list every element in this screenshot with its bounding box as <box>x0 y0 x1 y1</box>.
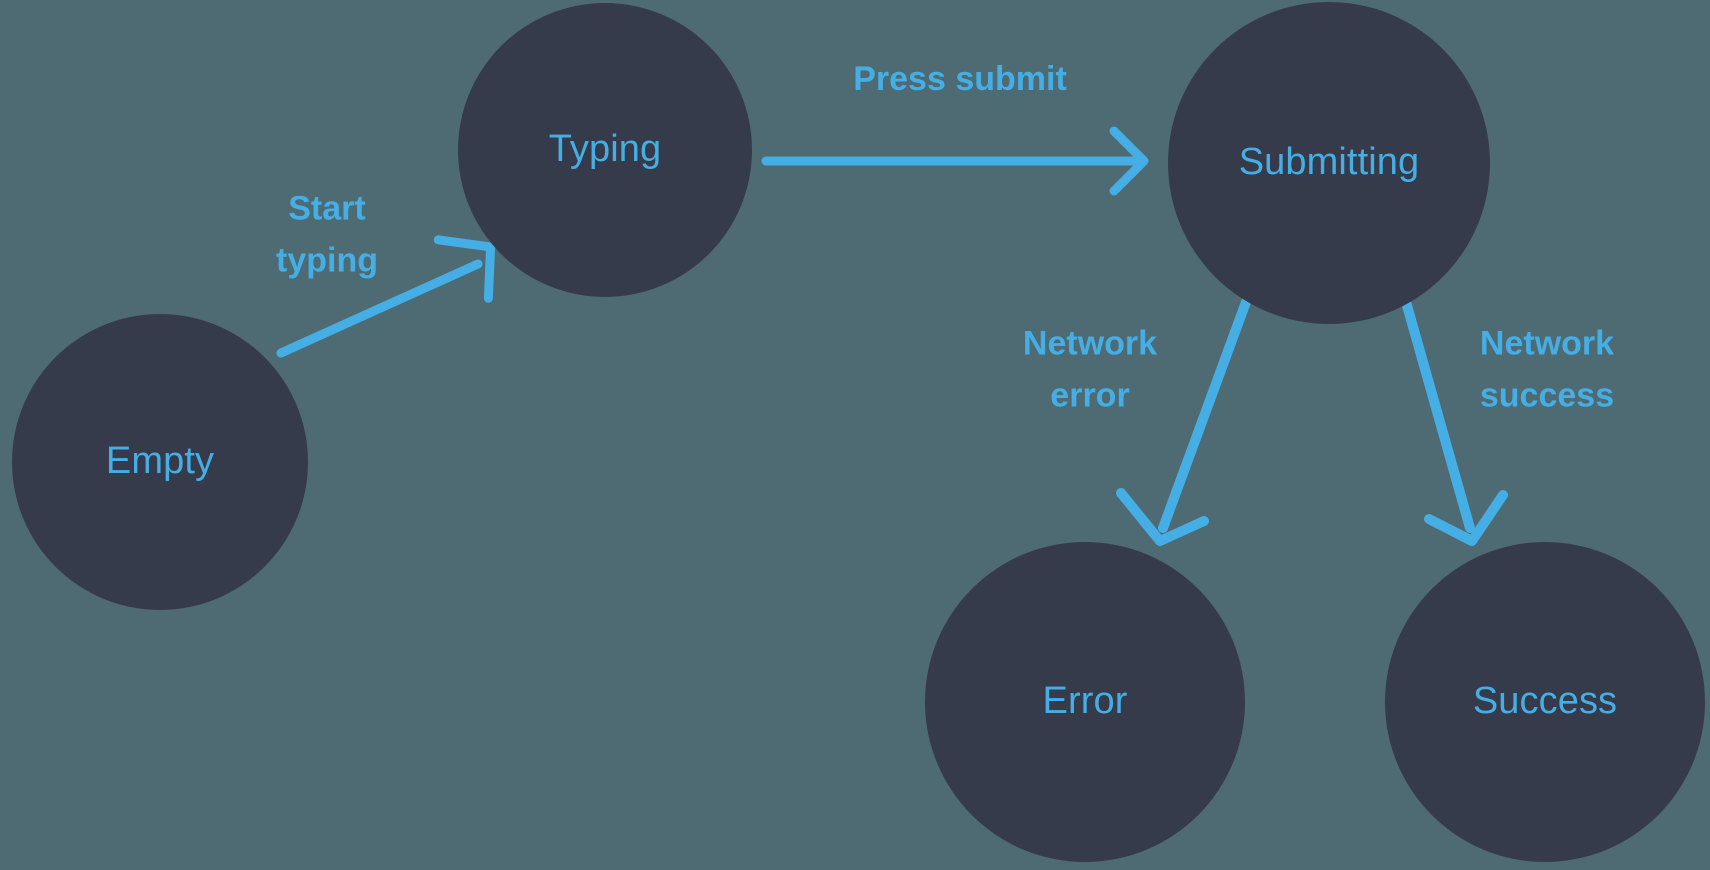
state-label-empty: Empty <box>105 440 215 483</box>
edge-empty-to-typing <box>276 235 496 358</box>
state-node-submitting[interactable]: Submitting <box>1168 2 1490 324</box>
edge-label-network-success: Network success <box>1479 324 1615 414</box>
edge-line <box>1401 297 1475 533</box>
arrowhead-icon <box>433 235 496 303</box>
state-label-success: Success <box>1472 680 1618 723</box>
state-node-success[interactable]: Success <box>1385 542 1705 862</box>
state-node-empty[interactable]: Empty <box>12 314 308 610</box>
arrowhead-icon <box>1424 490 1508 546</box>
state-label-typing: Typing <box>548 128 662 171</box>
edge-line <box>276 259 483 358</box>
edge-label-network-error: Network error <box>1022 324 1158 414</box>
arrowhead-icon <box>1116 488 1209 546</box>
state-node-error[interactable]: Error <box>925 542 1245 862</box>
edge-label-start-typing: Start typing <box>276 189 378 279</box>
arrowhead-icon <box>1109 126 1149 196</box>
edge-submitting-to-error <box>1116 297 1251 546</box>
edge-label-press-submit: Press submit <box>853 60 1067 99</box>
edge-submitting-to-success <box>1401 297 1508 546</box>
state-node-typing[interactable]: Typing <box>458 3 752 297</box>
edge-typing-to-submitting <box>761 126 1149 196</box>
state-label-error: Error <box>1042 680 1128 723</box>
edge-line <box>1158 297 1251 533</box>
state-label-submitting: Submitting <box>1238 141 1420 184</box>
